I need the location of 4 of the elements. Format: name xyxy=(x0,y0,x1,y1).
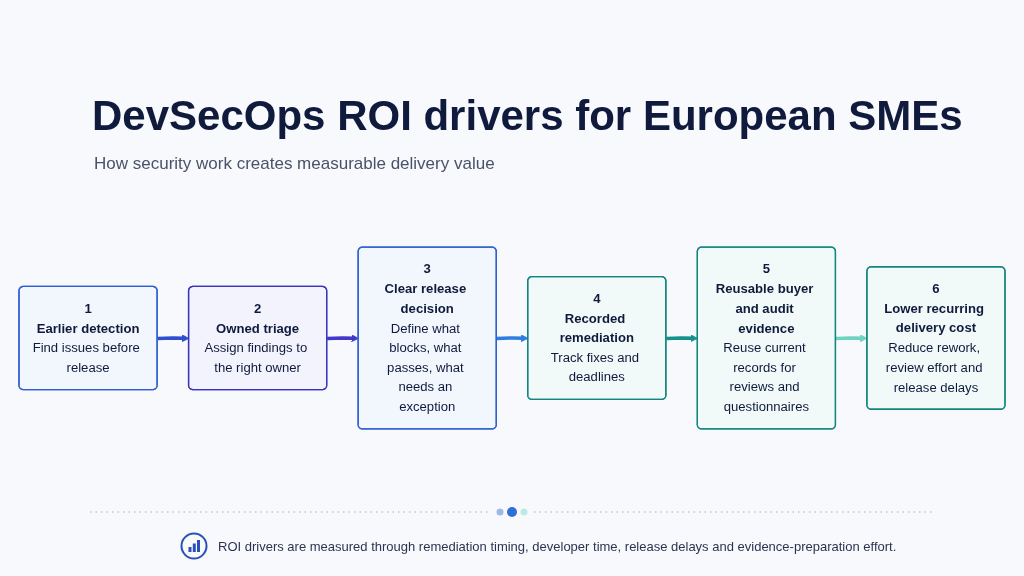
subtitle: How security work creates measurable delivery value xyxy=(94,154,495,173)
caption: ROI drivers are measured through remediation timing, developer time, release delays and evidence-preparation effort. xyxy=(218,538,897,554)
arrow xyxy=(327,334,359,343)
title: DevSecOps ROI drivers for European SMEs xyxy=(92,92,963,140)
